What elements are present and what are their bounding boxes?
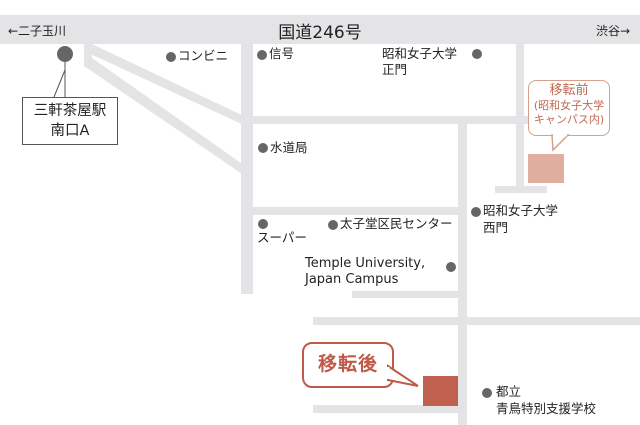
station-label: 三軒茶屋駅 南口A	[22, 97, 118, 145]
temple-marker-icon	[446, 262, 456, 272]
road-vertical-west	[241, 44, 253, 294]
old-location-sub1: (昭和女子大学	[533, 99, 605, 112]
left-destination: ←二子玉川	[8, 24, 67, 38]
right-destination: 渋谷→	[595, 24, 630, 38]
supermarket-marker-icon	[258, 219, 268, 229]
school-label-2: 青鳥特別支援学校	[496, 401, 597, 416]
new-location-marker	[423, 376, 458, 406]
highway-246	[0, 15, 640, 44]
main-gate-label-2: 正門	[382, 62, 408, 77]
water-bureau-label: 水道局	[270, 140, 308, 155]
road-stub-east	[495, 186, 547, 193]
main-gate-marker-icon	[472, 49, 482, 59]
station-name: 三軒茶屋駅	[33, 103, 107, 119]
old-location-marker	[528, 154, 564, 183]
school-label-1: 都立	[496, 384, 522, 399]
old-location-callout: 移転前 (昭和女子大学 キャンパス内)	[528, 80, 610, 136]
taishido-center-marker-icon	[328, 220, 338, 230]
road-horizontal-1	[248, 116, 528, 124]
highway-name: 国道246号	[278, 23, 362, 43]
road-horizontal-2	[248, 207, 462, 215]
road-horizontal-5	[313, 405, 463, 413]
signal-label: 信号	[269, 46, 295, 61]
road-vertical-center	[458, 123, 467, 425]
convenience-store-label: コンビニ	[178, 48, 229, 63]
water-bureau-marker-icon	[258, 143, 268, 153]
school-marker-icon	[482, 388, 492, 398]
west-gate-label-1: 昭和女子大学	[483, 203, 559, 218]
taishido-center-label: 太子堂区民センター	[340, 216, 453, 231]
convenience-store-marker-icon	[166, 52, 176, 62]
temple-label-2: Japan Campus	[305, 272, 399, 287]
road-horizontal-4	[313, 317, 640, 325]
supermarket-label: スーパー	[257, 230, 307, 245]
west-gate-label-2: 西門	[483, 220, 509, 235]
temple-label-1: Temple University,	[305, 256, 426, 271]
diagonal-road-upper	[84, 44, 92, 64]
station-exit: 南口A	[50, 123, 90, 139]
main-gate-label-1: 昭和女子大学	[382, 46, 458, 61]
new-location-callout: 移転後	[302, 342, 394, 388]
signal-marker-icon	[257, 50, 267, 60]
old-location-sub2: キャンパス内)	[533, 113, 605, 126]
station-marker-icon	[57, 46, 73, 62]
road-vertical-east	[516, 44, 524, 189]
road-horizontal-3	[352, 291, 462, 298]
west-gate-marker-icon	[471, 207, 481, 217]
old-location-title: 移転前	[549, 83, 589, 98]
